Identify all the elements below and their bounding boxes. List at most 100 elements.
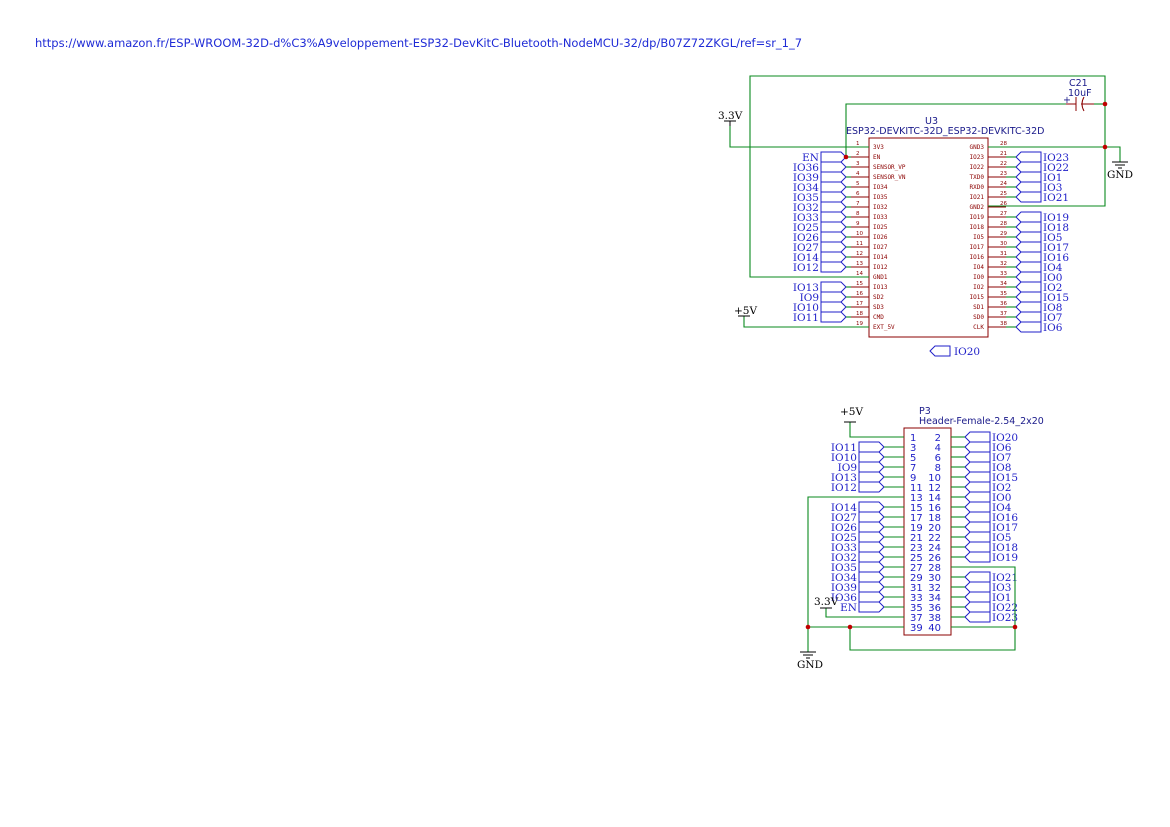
net-label-flag [820,181,847,193]
p3-pin-number: 5 [910,453,916,464]
net-label: IO1 [992,592,1011,604]
junction-p3-gnd-right [1012,624,1018,630]
p3-pin-number: 17 [910,513,923,524]
net-label-flag [858,511,885,523]
net-label: IO11 [793,312,819,324]
u3-value: ESP32-DEVKITC-32D_ESP32-DEVKITC-32D [846,126,1044,137]
junction-p3-gnd-left [805,624,811,630]
p3-pin-number: 6 [935,453,941,464]
net-label: IO33 [793,212,819,224]
p3-pin-number: 31 [910,583,923,594]
net-label: IO0 [992,492,1011,504]
p3-pin-number: 11 [910,483,923,494]
io20-label: IO20 [954,346,980,358]
p3-pin-number: 9 [910,473,916,484]
net-label-flag [858,521,885,533]
p3-pin-number: 38 [928,613,941,624]
p3-value: Header-Female-2.54_2x20 [919,416,1044,427]
net-label-flag [858,471,885,483]
net-label-flag [1015,271,1042,283]
p3-pin-number: 30 [928,573,941,584]
u3-pin-number: 24 [1000,181,1007,187]
net-label: IO12 [793,262,819,274]
u3-pin-number: 6 [856,191,860,197]
net-label: IO23 [1043,152,1069,164]
u3-pin-number: 26 [1000,201,1007,207]
u3-pin-number: 13 [856,261,863,267]
wire-5v-u3 [743,316,869,328]
net-label-flag [820,261,847,273]
u3-pin-number: 30 [1000,241,1007,247]
net-label-flag [820,311,847,323]
net-label-flag [858,581,885,593]
p3-component: P3 Header-Female-2.54_2x20 1357911131517… [831,406,1044,636]
net-label-flag [964,551,991,563]
net-label-flag [1015,181,1042,193]
power-3v3-p3-label: 3.3V [814,596,839,608]
net-label-flag [820,281,847,293]
net-label: IO7 [992,452,1011,464]
net-label-flag [1015,171,1042,183]
net-label-flag [1015,311,1042,323]
net-label-flag [1015,221,1042,233]
p3-pin-number: 1 [910,433,916,444]
p3-pin-number: 25 [910,553,923,564]
u3-pin-number: 22 [1000,161,1007,167]
u3-pin-name: TXD0 [970,174,985,181]
p3-pin-number: 40 [928,623,941,634]
u3-pin-number: 28 [1000,141,1007,147]
u3-pin-name: IO18 [970,224,985,231]
u3-pin-name: EN [873,154,881,161]
u3-pin-number: 35 [1000,291,1007,297]
net-label: IO13 [831,472,857,484]
net-label: IO22 [1043,162,1069,174]
net-label-flag [964,591,991,603]
junction-en [843,154,849,160]
p3-pin-number: 39 [910,623,923,634]
u3-pin-name: IO13 [873,284,888,291]
net-label: IO39 [831,582,857,594]
u3-pin-number: 33 [1000,271,1007,277]
power-3v3-label: 3.3V [718,110,743,122]
net-label: IO7 [1043,312,1062,324]
wire-5v-p3 [849,422,904,438]
net-label: IO0 [1043,272,1062,284]
u3-pin-number: 23 [1000,171,1007,177]
net-label: IO11 [831,442,857,454]
u3-pin-name: IO19 [970,214,985,221]
net-label: IO34 [793,182,819,194]
u3-pin-number: 14 [856,271,863,277]
net-label: IO17 [1043,242,1069,254]
c21-capacitor: C21 10uF + [1063,78,1094,112]
p3-reference: P3 [919,406,931,417]
u3-pin-number: 29 [1000,231,1007,237]
p3-left-net-labels: IO11IO10IO9IO13IO12IO14IO27IO26IO25IO33I… [831,441,904,614]
net-label-flag [820,201,847,213]
u3-pin-name: IO5 [973,234,984,241]
power-3v3-u3: 3.3V [718,110,743,126]
net-label-flag [820,151,847,163]
net-label: IO34 [831,572,857,584]
net-label: IO23 [992,612,1018,624]
net-label-flag [964,491,991,503]
u3-pin-number: 10 [856,231,863,237]
u3-left-net-labels: ENIO36IO39IO34IO35IO32IO33IO25IO26IO27IO… [793,151,851,324]
u3-pin-number: 17 [856,301,863,307]
junction-gnd3 [1102,144,1108,150]
net-label-flag [1015,231,1042,243]
power-5v-p3-label: +5V [840,406,863,418]
u3-pin-number: 19 [856,321,863,327]
c21-value: 10uF [1068,88,1092,99]
u3-pin-number: 1 [856,141,860,147]
net-label-flag [964,581,991,593]
ground-p3-label: GND [797,659,823,671]
wire-3v3-p3 [825,608,904,618]
reference-url[interactable]: https://www.amazon.fr/ESP-WROOM-32D-d%C3… [35,36,802,50]
net-label: IO18 [992,542,1018,554]
u3-pin-name: SENSOR_VN [873,174,906,181]
u3-pin-name: IO22 [970,164,985,171]
u3-pin-number: 15 [856,281,863,287]
u3-body [868,137,989,338]
p3-pin-number: 15 [910,503,923,514]
p3-wires [805,422,1018,652]
